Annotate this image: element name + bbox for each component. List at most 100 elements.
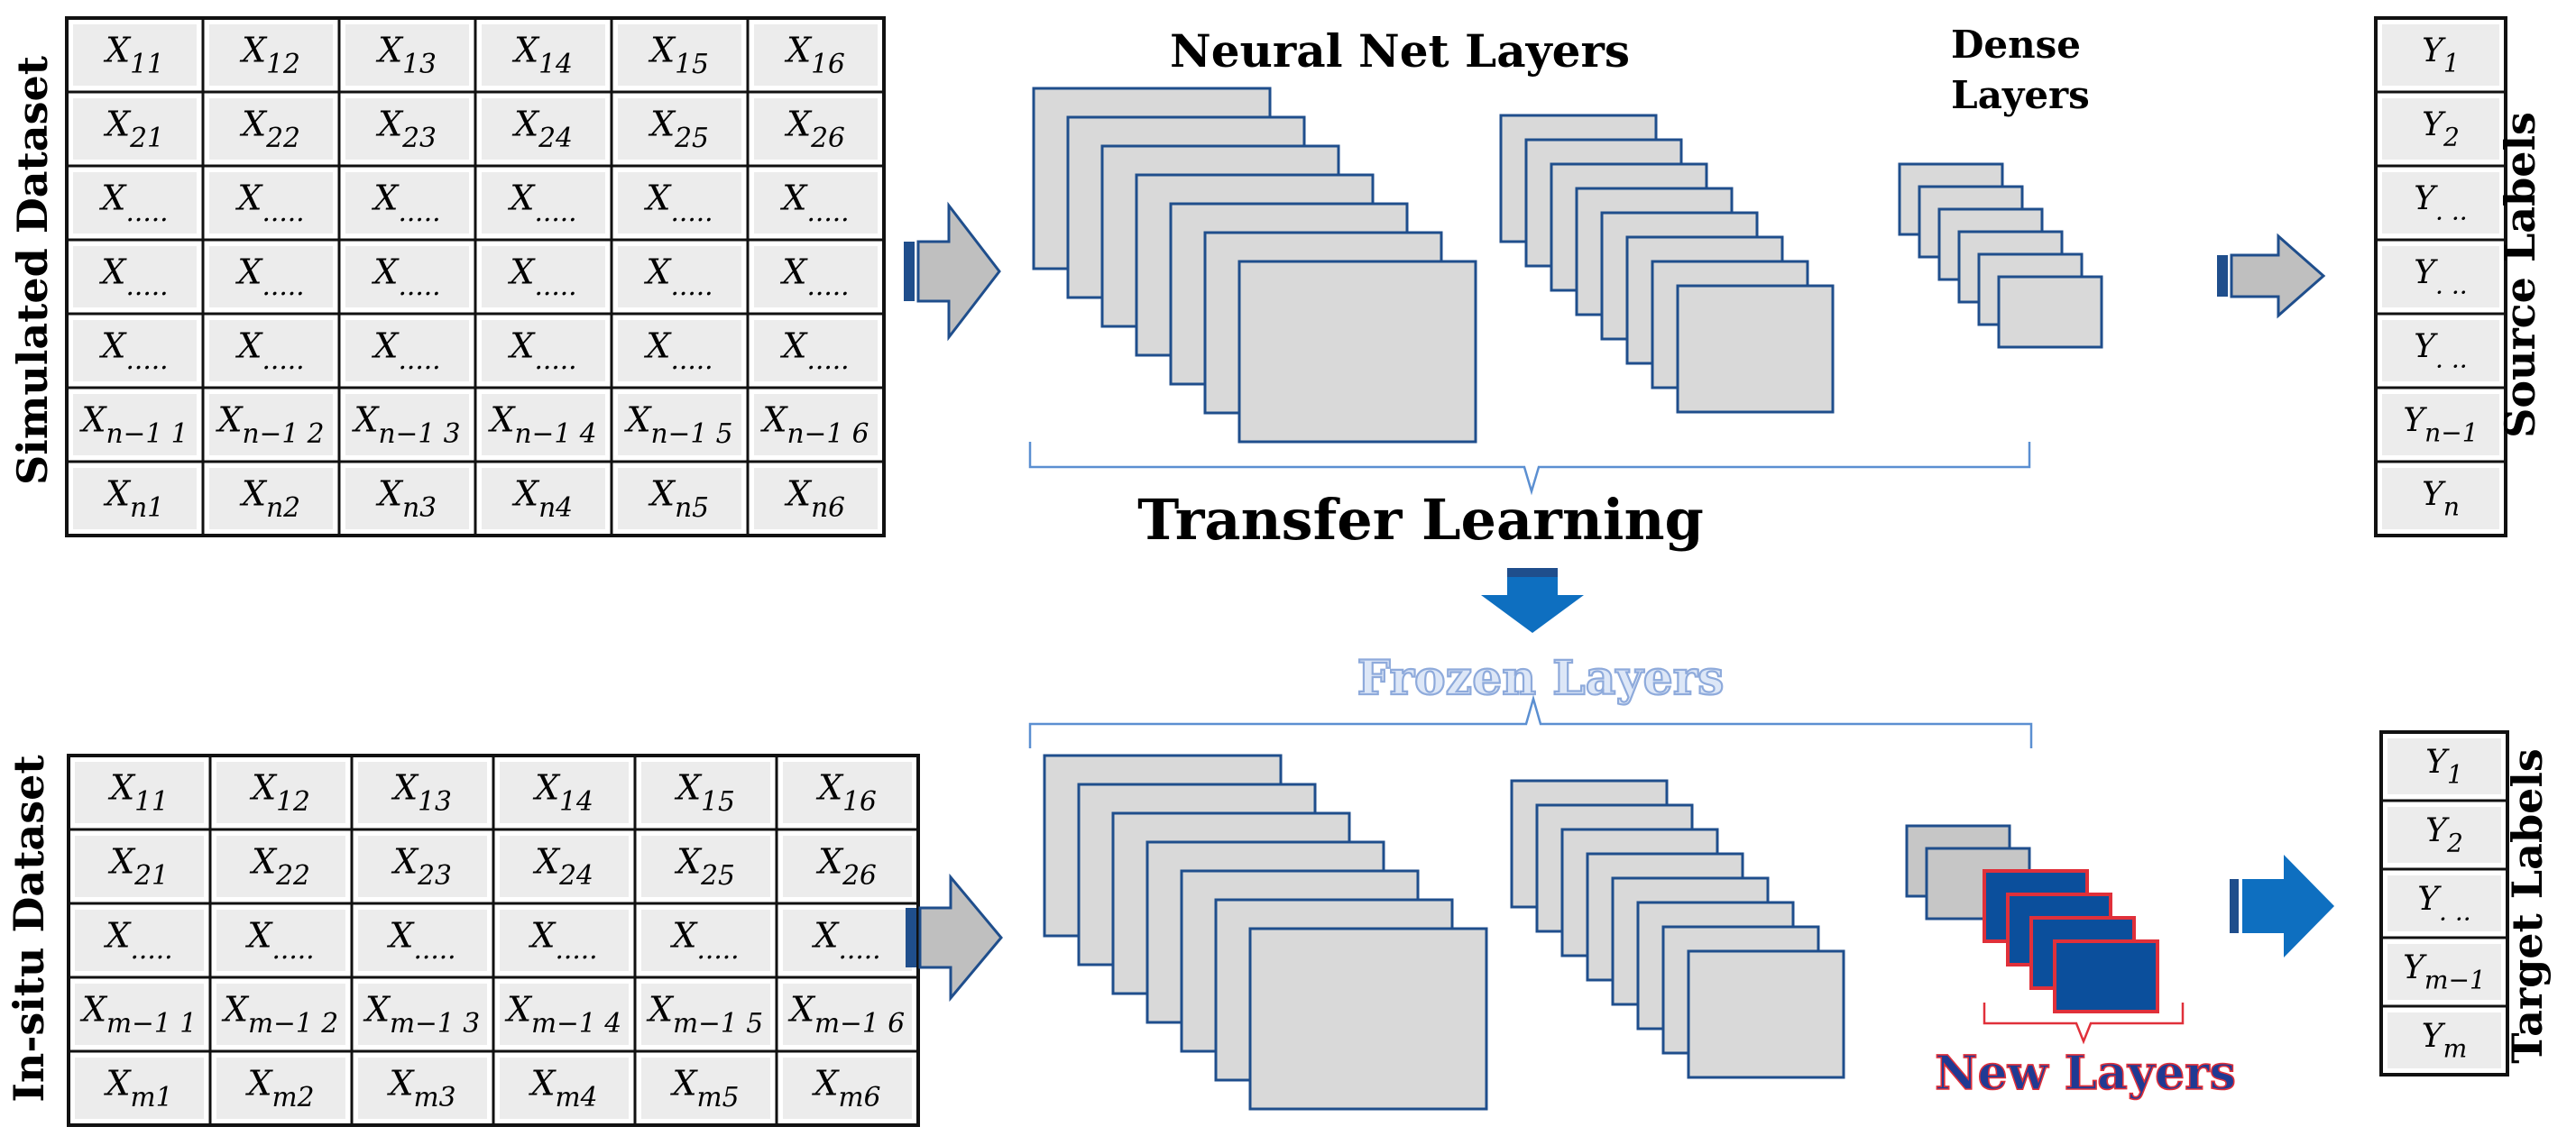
frozen-neural-net-layer bbox=[1248, 927, 1488, 1111]
matrix-entry: X..... bbox=[371, 326, 440, 375]
label-entry: Y2 bbox=[2425, 812, 2463, 858]
matrix-entry: X24 bbox=[532, 842, 593, 891]
matrix-entry: X22 bbox=[239, 105, 300, 153]
matrix-entry: Xn6 bbox=[784, 474, 845, 523]
matrix-entry: X..... bbox=[643, 252, 713, 301]
matrix-entry: Xm4 bbox=[528, 1064, 597, 1113]
neural-net-layer bbox=[1237, 260, 1477, 444]
bottom-input-arrow bbox=[906, 873, 1003, 1003]
matrix-cell-inner bbox=[781, 1056, 914, 1121]
matrix-entry: X15 bbox=[674, 768, 735, 817]
matrix-cell-inner bbox=[73, 908, 206, 973]
matrix-entry: X23 bbox=[375, 105, 437, 153]
matrix-cell-inner bbox=[616, 318, 743, 383]
matrix-cell-inner bbox=[344, 318, 471, 383]
matrix-cell-inner bbox=[480, 170, 607, 235]
matrix-entry: X13 bbox=[391, 768, 452, 817]
new-layers-title: New Layers bbox=[1935, 1046, 2236, 1101]
matrix-cell-inner bbox=[639, 908, 772, 973]
frozen-brace bbox=[1028, 694, 2033, 748]
matrix-cell-inner bbox=[71, 466, 198, 531]
matrix-cell-inner bbox=[639, 1056, 772, 1121]
matrix-entry: Xm6 bbox=[811, 1064, 880, 1113]
matrix-entry: Xm−1 1 bbox=[79, 990, 197, 1039]
matrix-cell-inner bbox=[616, 23, 743, 87]
label-entry: Yn−1 bbox=[2403, 402, 2478, 448]
matrix-entry: X23 bbox=[391, 842, 452, 891]
transfer-down-arrow bbox=[1481, 568, 1584, 633]
matrix-entry: X..... bbox=[98, 326, 168, 375]
matrix-cell-inner bbox=[215, 1056, 347, 1121]
label-cell-inner bbox=[2380, 244, 2501, 309]
matrix-cell-inner bbox=[752, 170, 879, 235]
frozen-layers-title: Frozen Layers bbox=[1357, 651, 1725, 706]
matrix-entry: Xn−1 2 bbox=[215, 400, 324, 449]
matrix-cell-inner bbox=[73, 982, 206, 1047]
matrix-cell-inner bbox=[71, 170, 198, 235]
matrix-entry: Xm−1 4 bbox=[504, 990, 621, 1039]
matrix-entry: X11 bbox=[107, 768, 169, 817]
matrix-entry: X..... bbox=[779, 252, 849, 301]
matrix-entry: X15 bbox=[648, 31, 709, 79]
matrix-cell-inner bbox=[498, 908, 630, 973]
matrix-cell-inner bbox=[781, 834, 914, 899]
matrix-cell-inner bbox=[498, 982, 630, 1047]
matrix-cell-inner bbox=[639, 834, 772, 899]
matrix-entry: X26 bbox=[784, 105, 845, 153]
matrix-cell-inner bbox=[356, 1056, 489, 1121]
transfer-learning-title: Transfer Learning bbox=[1137, 487, 1704, 553]
matrix-cell-inner bbox=[356, 908, 489, 973]
bottom-layer-stacks bbox=[1043, 754, 2159, 1111]
matrix-entry: X..... bbox=[779, 326, 849, 375]
matrix-entry: X..... bbox=[244, 916, 314, 965]
matrix-cell-inner bbox=[215, 982, 347, 1047]
label-entry: Y. .. bbox=[2414, 328, 2467, 374]
label-entry: Yn bbox=[2422, 476, 2460, 522]
label-entry: Y. .. bbox=[2414, 180, 2467, 226]
label-cell-inner bbox=[2380, 318, 2501, 383]
matrix-entry: X..... bbox=[235, 326, 304, 375]
matrix-cell-inner bbox=[344, 96, 471, 161]
matrix-cell-inner bbox=[356, 834, 489, 899]
matrix-entry: Xn−1 4 bbox=[487, 400, 596, 449]
matrix-cell-inner bbox=[616, 96, 743, 161]
matrix-entry: X14 bbox=[532, 768, 593, 817]
matrix-entry: X..... bbox=[235, 252, 304, 301]
matrix-cell-inner bbox=[752, 318, 879, 383]
matrix-entry: Xm3 bbox=[386, 1064, 455, 1113]
label-cell-inner bbox=[2386, 942, 2503, 1002]
matrix-cell-inner bbox=[344, 392, 471, 457]
label-entry: Y1 bbox=[2422, 32, 2460, 78]
matrix-entry: X22 bbox=[249, 842, 310, 891]
matrix-cell-inner bbox=[480, 244, 607, 309]
matrix-entry: X..... bbox=[811, 916, 880, 965]
matrix-cell-inner bbox=[207, 23, 335, 87]
matrix-cell-inner bbox=[71, 318, 198, 383]
matrix-entry: Xm5 bbox=[669, 1064, 739, 1113]
matrix-cell-inner bbox=[73, 1056, 206, 1121]
dense-layer bbox=[1997, 275, 2103, 349]
matrix-cell-inner bbox=[616, 170, 743, 235]
matrix-entry: X..... bbox=[98, 179, 168, 227]
matrix-cell-inner bbox=[498, 760, 630, 825]
label-entry: Y. .. bbox=[2417, 881, 2470, 927]
neural-net-layers-header: Neural Net Layers bbox=[1170, 24, 1630, 78]
top-output-arrow bbox=[2217, 233, 2326, 319]
matrix-entry: X..... bbox=[643, 179, 713, 227]
middle-layer bbox=[1676, 284, 1835, 414]
top-layer-stacks bbox=[1032, 87, 2103, 444]
matrix-entry: X..... bbox=[235, 179, 304, 227]
dense-layers-header-line1: Dense bbox=[1951, 23, 2081, 67]
matrix-entry: Xn2 bbox=[239, 474, 300, 523]
matrix-entry: X..... bbox=[507, 326, 576, 375]
matrix-entry: Xn−1 3 bbox=[351, 400, 460, 449]
target-labels-title: Target Labels bbox=[2503, 748, 2552, 1064]
matrix-entry: X..... bbox=[371, 179, 440, 227]
top-input-arrow bbox=[904, 201, 1001, 342]
matrix-entry: X21 bbox=[103, 105, 164, 153]
matrix-cell bbox=[775, 1049, 920, 1127]
